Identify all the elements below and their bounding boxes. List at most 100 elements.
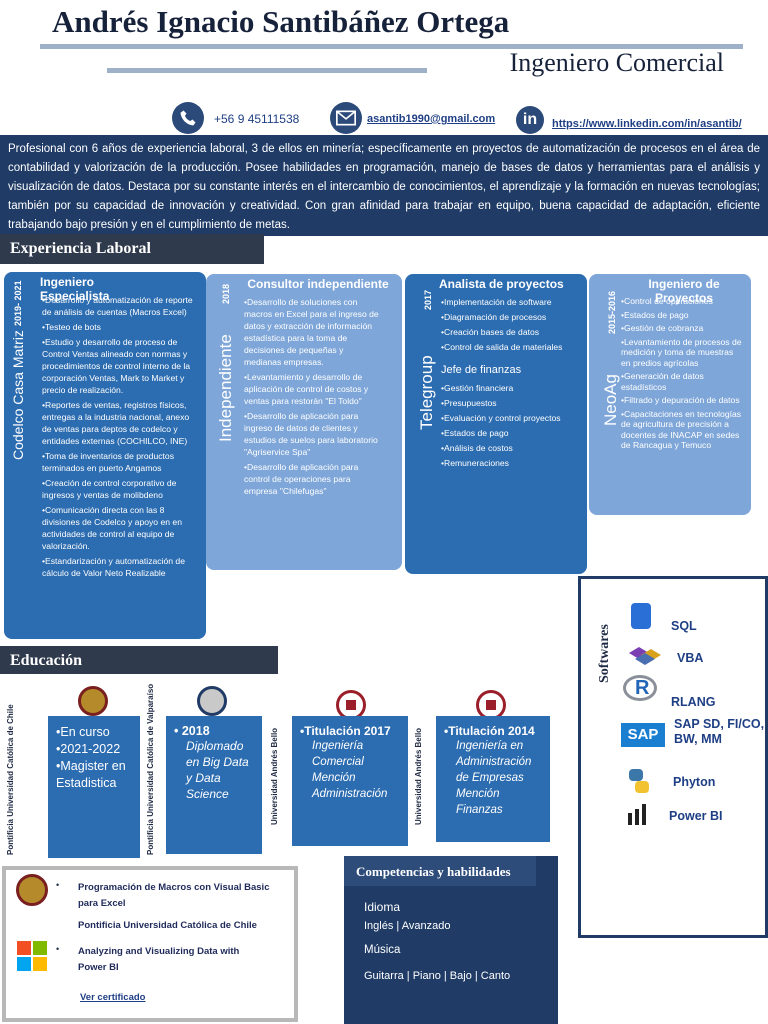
sap-icon: SAP bbox=[621, 723, 665, 747]
courses-panel: • Programación de Macros con Visual Basi… bbox=[2, 866, 298, 1022]
job-bullets: •Implementación de software •Diagramació… bbox=[441, 296, 583, 356]
job-role-secondary: Jefe de finanzas bbox=[441, 364, 522, 376]
experience-heading: Experiencia Laboral bbox=[0, 234, 264, 264]
job-period: 2015-2016 bbox=[607, 290, 617, 334]
python-icon bbox=[625, 767, 653, 800]
job-bullet: •Implementación de software bbox=[441, 297, 552, 307]
job-bullet: •Desarrollo y automatización de reporte … bbox=[42, 295, 193, 317]
software-item: RLANG bbox=[671, 695, 716, 709]
company-name: Telegroup bbox=[417, 355, 436, 430]
edu-institution: Universidad Andrés Bello bbox=[270, 727, 279, 825]
job-bullet: •Filtrado y depuración de datos bbox=[621, 395, 740, 405]
edu-detail: Ingeniería en Administración de Empresas… bbox=[456, 740, 532, 816]
language-label: Idioma bbox=[364, 900, 401, 914]
job-bullet: •Remuneraciones bbox=[441, 458, 509, 468]
job-bullet: •Desarrollo de aplicación para ingreso d… bbox=[244, 411, 378, 457]
certificate-link[interactable]: Ver certificado bbox=[80, 992, 146, 1003]
course-bullet: • bbox=[56, 880, 60, 890]
job-bullet: •Estados de pago bbox=[621, 309, 689, 320]
job-role: Ingeniero de Proyectos bbox=[648, 277, 720, 305]
job-bullet: •Capacitaciones en tecnologías de agricu… bbox=[621, 408, 742, 451]
job-bullet: •Estados de pago bbox=[441, 428, 509, 438]
job-bullets: •Control de operaciones •Estados de pago… bbox=[621, 296, 745, 454]
job-bullets: •Desarrollo y automatización de reporte … bbox=[42, 294, 198, 582]
software-item: SAP SD, FI/CO, BW, MM bbox=[674, 717, 765, 746]
job-period: 2018 bbox=[221, 283, 231, 304]
job-bullet: •Desarrollo de aplicación para control d… bbox=[244, 462, 359, 496]
job-bullets-secondary: •Gestión financiera •Presupuestos •Evalu… bbox=[441, 382, 583, 472]
edu-line: •En curso bbox=[56, 725, 110, 739]
job-title: Ingeniero Comercial bbox=[509, 48, 724, 77]
edu-card: •Titulación 2014 Ingeniería en Administr… bbox=[436, 716, 550, 842]
power-bi-icon bbox=[625, 801, 651, 832]
microsoft-icon bbox=[16, 940, 48, 977]
job-card-independiente: Independiente 2018 Consultor independien… bbox=[206, 274, 402, 570]
profile-summary: Profesional con 6 años de experiencia la… bbox=[0, 135, 768, 236]
software-item: Phyton bbox=[673, 775, 716, 789]
email-link[interactable]: asantib1990@gmail.com bbox=[367, 113, 496, 125]
company-name: Independiente bbox=[216, 334, 235, 442]
edu-line: •Magister en Estadistica bbox=[56, 759, 126, 790]
full-name: Andrés Ignacio Santibáñez Ortega bbox=[52, 4, 510, 39]
edu-institution: Universidad Andrés Bello bbox=[414, 727, 423, 825]
edu-year: • 2018 bbox=[174, 724, 210, 738]
software-item: Power BI bbox=[669, 809, 723, 823]
job-bullet: •Generación de datos estadísticos bbox=[621, 371, 704, 392]
job-role: Analista de proyectos bbox=[439, 277, 564, 291]
job-bullet: •Toma de inventarios de productos termin… bbox=[42, 451, 174, 473]
language-value: Inglés | Avanzado bbox=[364, 920, 451, 932]
r-icon: R bbox=[623, 675, 657, 701]
software-panel: Softwares SQL VBA R RLANG SAP SAP SD, FI… bbox=[578, 576, 768, 938]
job-bullet: •Levantamiento de procesos de medición y… bbox=[621, 336, 742, 368]
edu-card: •En curso •2021-2022 •Magister en Estadi… bbox=[48, 716, 140, 858]
job-role: Consultor independiente bbox=[247, 277, 389, 291]
header-rule-top bbox=[40, 44, 743, 49]
job-bullet: •Gestión financiera bbox=[441, 383, 514, 393]
phone-number: +56 9 45111538 bbox=[214, 112, 300, 126]
job-bullet: •Control de salida de materiales bbox=[441, 342, 563, 352]
job-card-codelco: Codelco Casa Matriz 2019- 2021 Ingeniero… bbox=[4, 272, 206, 639]
job-card-telegroup: Telegroup 2017 Analista de proyectos •Im… bbox=[405, 274, 587, 574]
edu-year: •Titulación 2014 bbox=[444, 724, 535, 738]
email-icon bbox=[330, 102, 362, 134]
edu-card: •Titulación 2017 Ingeniería Comercial Me… bbox=[292, 716, 408, 846]
job-bullet: •Desarrollo de soluciones con macros en … bbox=[244, 297, 379, 367]
software-item: SQL bbox=[671, 619, 697, 633]
job-bullets: •Desarrollo de soluciones con macros en … bbox=[244, 296, 382, 500]
header-rule-bottom bbox=[107, 68, 427, 73]
job-bullet: •Reportes de ventas, registros físicos, … bbox=[42, 400, 190, 446]
skills-heading: Competencias y habilidades bbox=[344, 856, 536, 886]
job-bullet: •Comunicación directa con las 8 division… bbox=[42, 505, 182, 551]
music-label: Música bbox=[364, 944, 401, 956]
edu-institution: Pontificia Universidad Católica de Chile bbox=[6, 704, 15, 855]
puc-seal-icon bbox=[16, 874, 48, 906]
job-period: 2017 bbox=[423, 289, 433, 310]
job-period: 2019- 2021 bbox=[13, 280, 23, 326]
job-bullet: •Levantamiento y desarrollo de aplicació… bbox=[244, 372, 369, 406]
job-bullet: •Análisis de costos bbox=[441, 443, 513, 453]
linkedin-icon: in bbox=[516, 106, 544, 134]
music-value: Guitarra | Piano | Bajo | Canto bbox=[364, 970, 511, 982]
job-bullet: •Testeo de bots bbox=[42, 322, 101, 332]
job-bullet: •Estudio y desarrollo de proceso de Cont… bbox=[42, 337, 191, 395]
edu-detail: Ingeniería Comercial Mención Administrac… bbox=[312, 740, 388, 800]
edu-institution: Pontificia Universidad Católica de Valpa… bbox=[146, 683, 155, 855]
pucv-seal-icon bbox=[197, 686, 227, 716]
job-bullet: •Creación de control corporativo de ingr… bbox=[42, 478, 177, 500]
phone-icon bbox=[172, 102, 204, 134]
linkedin-link[interactable]: https://www.linkedin.com/in/asantib/ bbox=[552, 118, 742, 130]
job-bullet: •Presupuestos bbox=[441, 398, 497, 408]
puc-seal-icon bbox=[78, 686, 108, 716]
course-title: Analyzing and Visualizing Data with Powe… bbox=[78, 946, 240, 973]
edu-year: •Titulación 2017 bbox=[300, 724, 391, 738]
job-bullet: •Estandarización y automatización de cál… bbox=[42, 556, 185, 578]
edu-line: •2021-2022 bbox=[56, 742, 121, 756]
job-bullet: •Diagramación de procesos bbox=[441, 312, 547, 322]
edu-detail: Diplomado en Big Data y Data Science bbox=[186, 739, 249, 801]
course-title: Programación de Macros con Visual Basic … bbox=[78, 882, 270, 909]
job-bullet: •Creación bases de datos bbox=[441, 327, 540, 337]
company-name: NeoAg bbox=[601, 374, 620, 426]
job-role: Ingeniero Especialista bbox=[40, 275, 110, 303]
job-bullet: •Gestión de cobranza bbox=[621, 323, 704, 333]
company-name: Codelco Casa Matriz bbox=[10, 330, 26, 460]
